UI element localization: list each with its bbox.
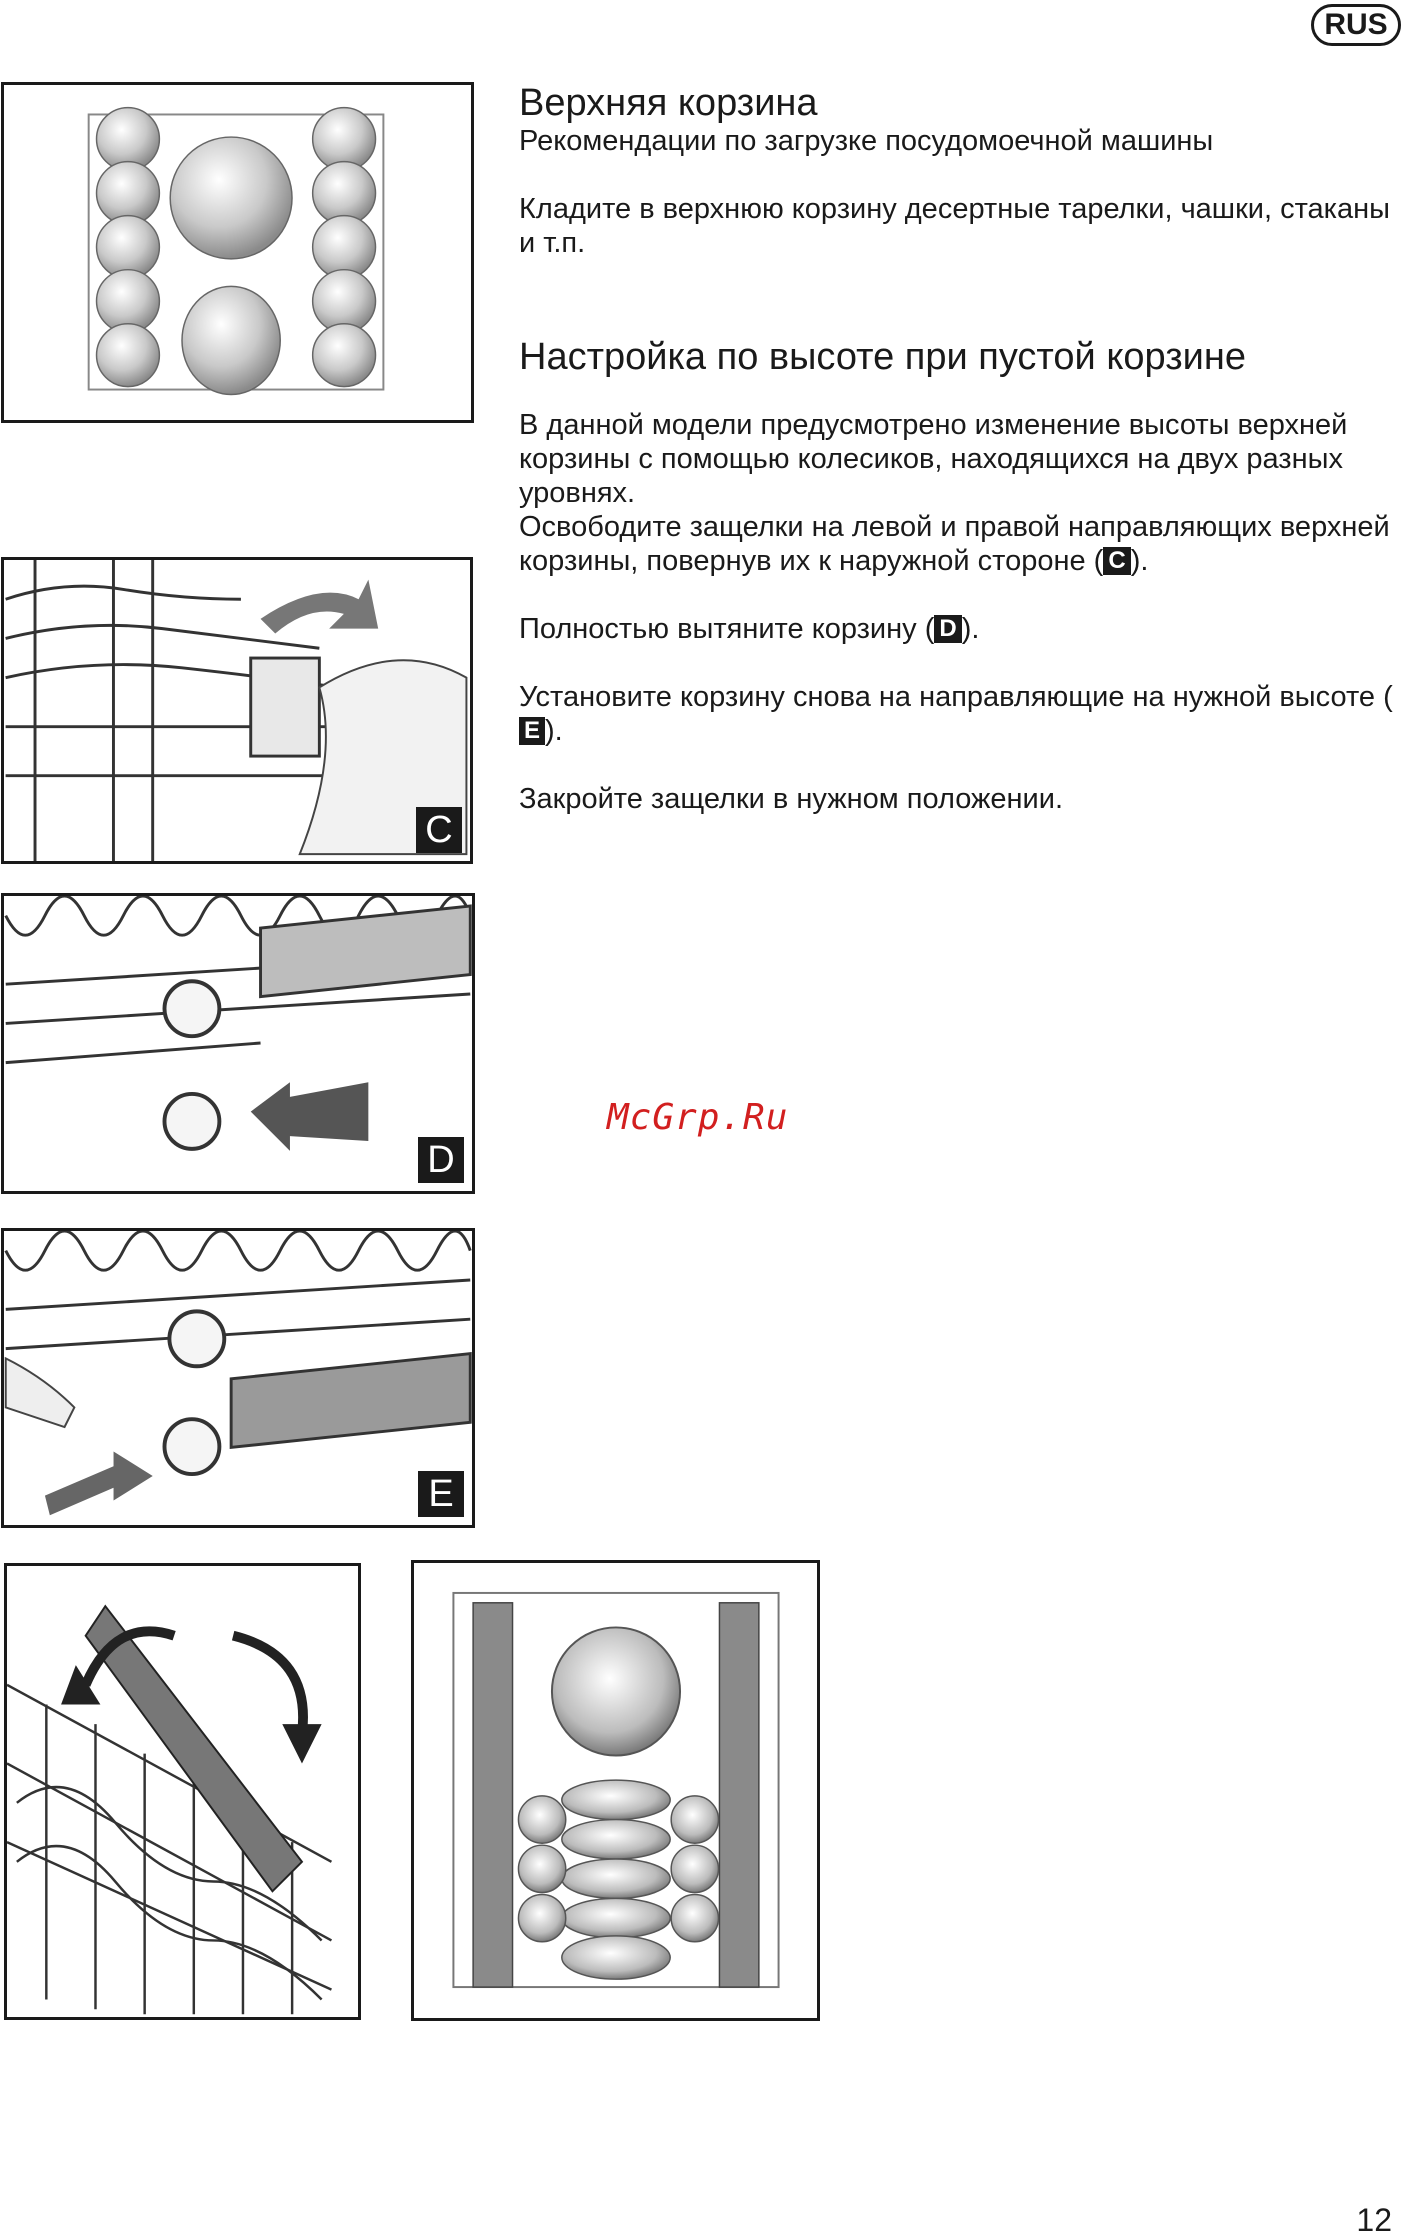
section-height-adjustment: Настройка по высоте при пустой корзине В… (519, 336, 1404, 816)
figure-label-c: C (416, 807, 462, 853)
language-badge: RUS (1311, 4, 1401, 46)
height-adjustment-paragraph-3: Полностью вытяните корзину (D). (519, 612, 1404, 646)
height-adjustment-paragraph-1: В данной модели предусмотрено изменение … (519, 409, 1348, 509)
figure-label-e: E (418, 1471, 464, 1517)
section-subtitle-upper-basket: Рекомендации по загрузке посудомоечной м… (519, 125, 1214, 157)
section-upper-basket: Верхняя корзина Рекомендации по загрузке… (519, 82, 1404, 260)
watermark: McGrp.Ru (607, 1097, 789, 1138)
figure-upper-basket (1, 82, 474, 423)
basket-pullout-illustration (4, 896, 472, 1151)
paragraph-4-text: Установите корзину снова на направляющие… (519, 681, 1393, 713)
basket-latch-illustration (5, 560, 468, 861)
figure-c: C (1, 557, 473, 864)
figure-label-d: D (418, 1137, 464, 1183)
figure-d: D (1, 893, 475, 1194)
basket-reinstall-illustration (4, 1231, 472, 1516)
paragraph-3-text: Полностью вытяните корзину ( (519, 613, 935, 645)
section-title-upper-basket: Верхняя корзина (519, 82, 818, 124)
loaded-rack-top-illustration (452, 1591, 780, 1989)
paragraph-3-close: ). (961, 613, 980, 645)
figure-folding-rack (4, 1563, 361, 2020)
figure-e: E (1, 1228, 475, 1528)
figure-ref-e: E (519, 717, 546, 745)
upper-basket-paragraph: Кладите в верхнюю корзину десертные таре… (519, 193, 1390, 259)
height-adjustment-paragraph-2: Освободите защелки на левой и правой нап… (519, 510, 1404, 578)
paragraph-2-text: Освободите защелки на левой и правой нап… (519, 511, 1390, 577)
figure-ref-c: C (1103, 547, 1131, 575)
section-title-height-adjustment: Настройка по высоте при пустой корзине (519, 336, 1246, 378)
paragraph-4-close: ). (545, 715, 563, 747)
figure-loaded-rack-top (411, 1560, 820, 2021)
height-adjustment-paragraph-5: Закройте защелки в нужном положении. (519, 783, 1064, 815)
height-adjustment-paragraph-4: Установите корзину снова на направляющие… (519, 680, 1404, 748)
page-number: 12 (1356, 2202, 1392, 2238)
paragraph-2-close: ). (1130, 545, 1149, 577)
figure-ref-d: D (934, 615, 962, 643)
upper-basket-illustration (87, 106, 385, 396)
folding-rack-illustration (7, 1604, 333, 2015)
